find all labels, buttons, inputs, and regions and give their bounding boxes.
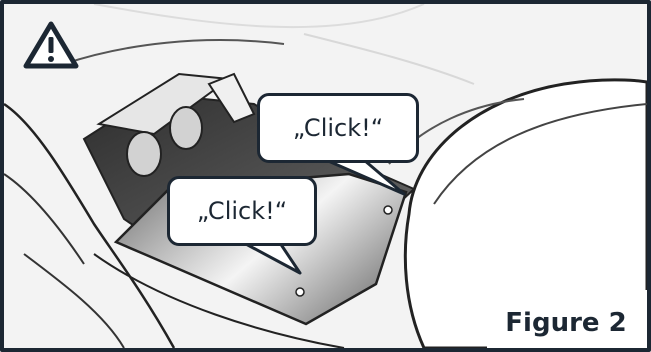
warning-triangle-icon — [22, 20, 80, 70]
callout-tail — [324, 158, 414, 198]
callout-tail — [242, 241, 312, 277]
figure-caption: Figure 2 — [487, 290, 651, 352]
callout-text: „Click!“ — [293, 114, 383, 142]
callout-text: „Click!“ — [197, 197, 287, 225]
callout-click-upper: „Click!“ — [257, 93, 419, 163]
callout-click-lower: „Click!“ — [167, 176, 317, 246]
